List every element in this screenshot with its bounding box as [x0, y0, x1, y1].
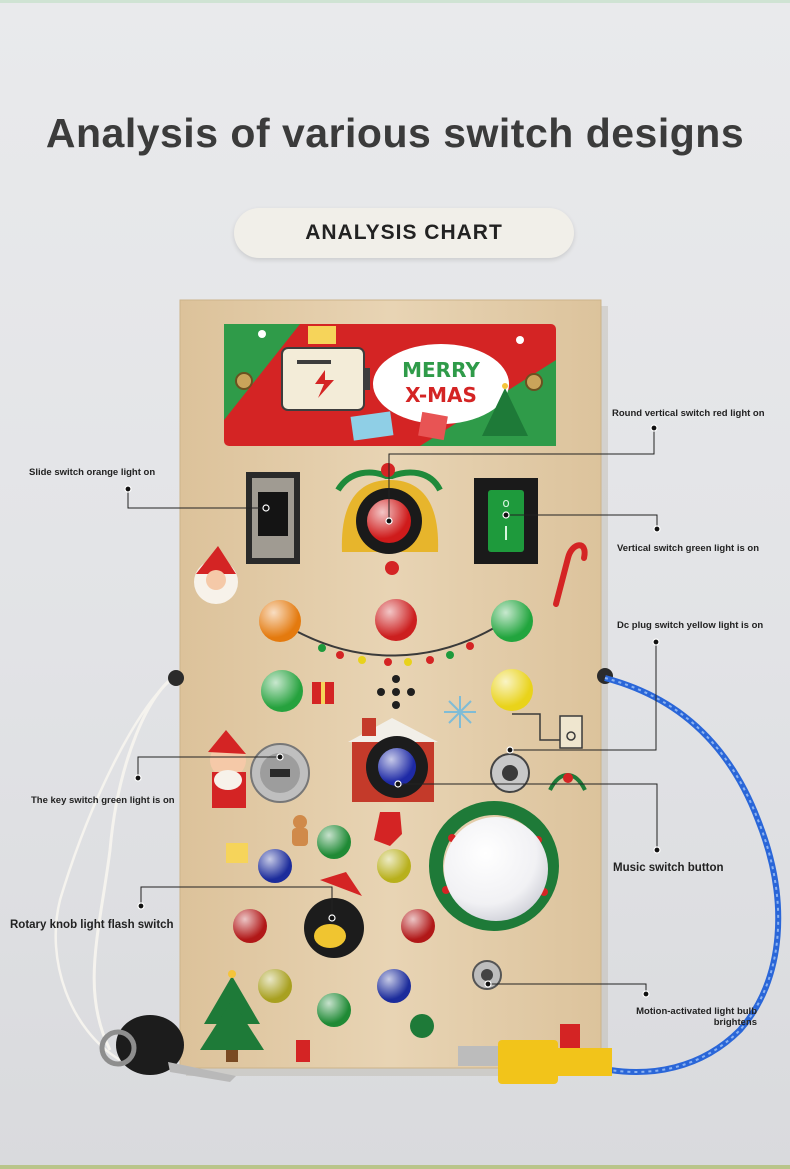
motion-light-bulb: [444, 817, 548, 921]
label-motion-line2: brightens: [713, 1017, 757, 1028]
motion-sensor: [472, 960, 502, 990]
gift-icon-small: [226, 843, 248, 863]
panel-xmas-text: X-MAS: [405, 383, 477, 407]
ornament-icon: [410, 1014, 434, 1038]
santa-icon: [194, 546, 238, 604]
stocking-icon: [374, 812, 402, 846]
bottom-tree-icon: [200, 970, 264, 1062]
tree-icon: [482, 388, 528, 436]
label-round-vertical-switch: Round vertical switch red light on: [612, 408, 765, 419]
rotary-knob-switch: [304, 872, 364, 958]
panel-merry-text: MERRY: [402, 358, 480, 382]
label-motion-bulb: Motion-activated light bulb brightens: [630, 1006, 757, 1028]
gift-icon: [312, 682, 334, 704]
svg-text:o: o: [502, 496, 509, 510]
label-motion-line1: Motion-activated light bulb: [636, 1006, 757, 1017]
top-border: [0, 0, 790, 3]
label-music-switch: Music switch button: [613, 862, 724, 874]
callout-dots: [124, 424, 661, 998]
key-switch: [250, 743, 310, 803]
analysis-chart-badge: ANALYSIS CHART: [234, 208, 574, 258]
page-title: Analysis of various switch designs: [45, 110, 745, 156]
dc-plug-icon: [512, 713, 583, 749]
label-key-switch: The key switch green light is on: [31, 795, 175, 806]
label-dc-plug-switch: Dc plug switch yellow light is on: [617, 620, 764, 631]
vertical-rocker-switch: o: [474, 478, 538, 564]
gingerbread-icon: [292, 815, 308, 846]
key-icon: [99, 1015, 236, 1082]
snowflake-icon: [444, 696, 476, 728]
santa-key-icon: [208, 730, 246, 808]
candy-cane-icon: [553, 542, 588, 607]
left-side-knob: [168, 670, 184, 686]
string-cord: [92, 674, 177, 1051]
bottom-border: [0, 1165, 790, 1169]
led-lights: [233, 599, 533, 1027]
garland-lights: [318, 642, 474, 666]
label-vertical-switch: Vertical switch green light is on: [617, 543, 760, 554]
penguin-icon: [320, 872, 362, 896]
speaker-icon: [377, 675, 415, 709]
callout-lines: [127, 428, 658, 994]
music-switch-button: [366, 736, 428, 798]
slide-switch: [246, 472, 300, 564]
merry-xmas-panel: MERRY X-MAS: [224, 324, 556, 446]
yellow-dc-plug: [458, 1040, 612, 1084]
label-slide-switch: Slide switch orange light on: [29, 467, 156, 478]
dc-plug-switch: [490, 753, 530, 793]
battery-icon: [315, 370, 334, 398]
label-rotary-knob: Rotary knob light flash switch: [10, 919, 174, 931]
garland: [297, 627, 495, 657]
